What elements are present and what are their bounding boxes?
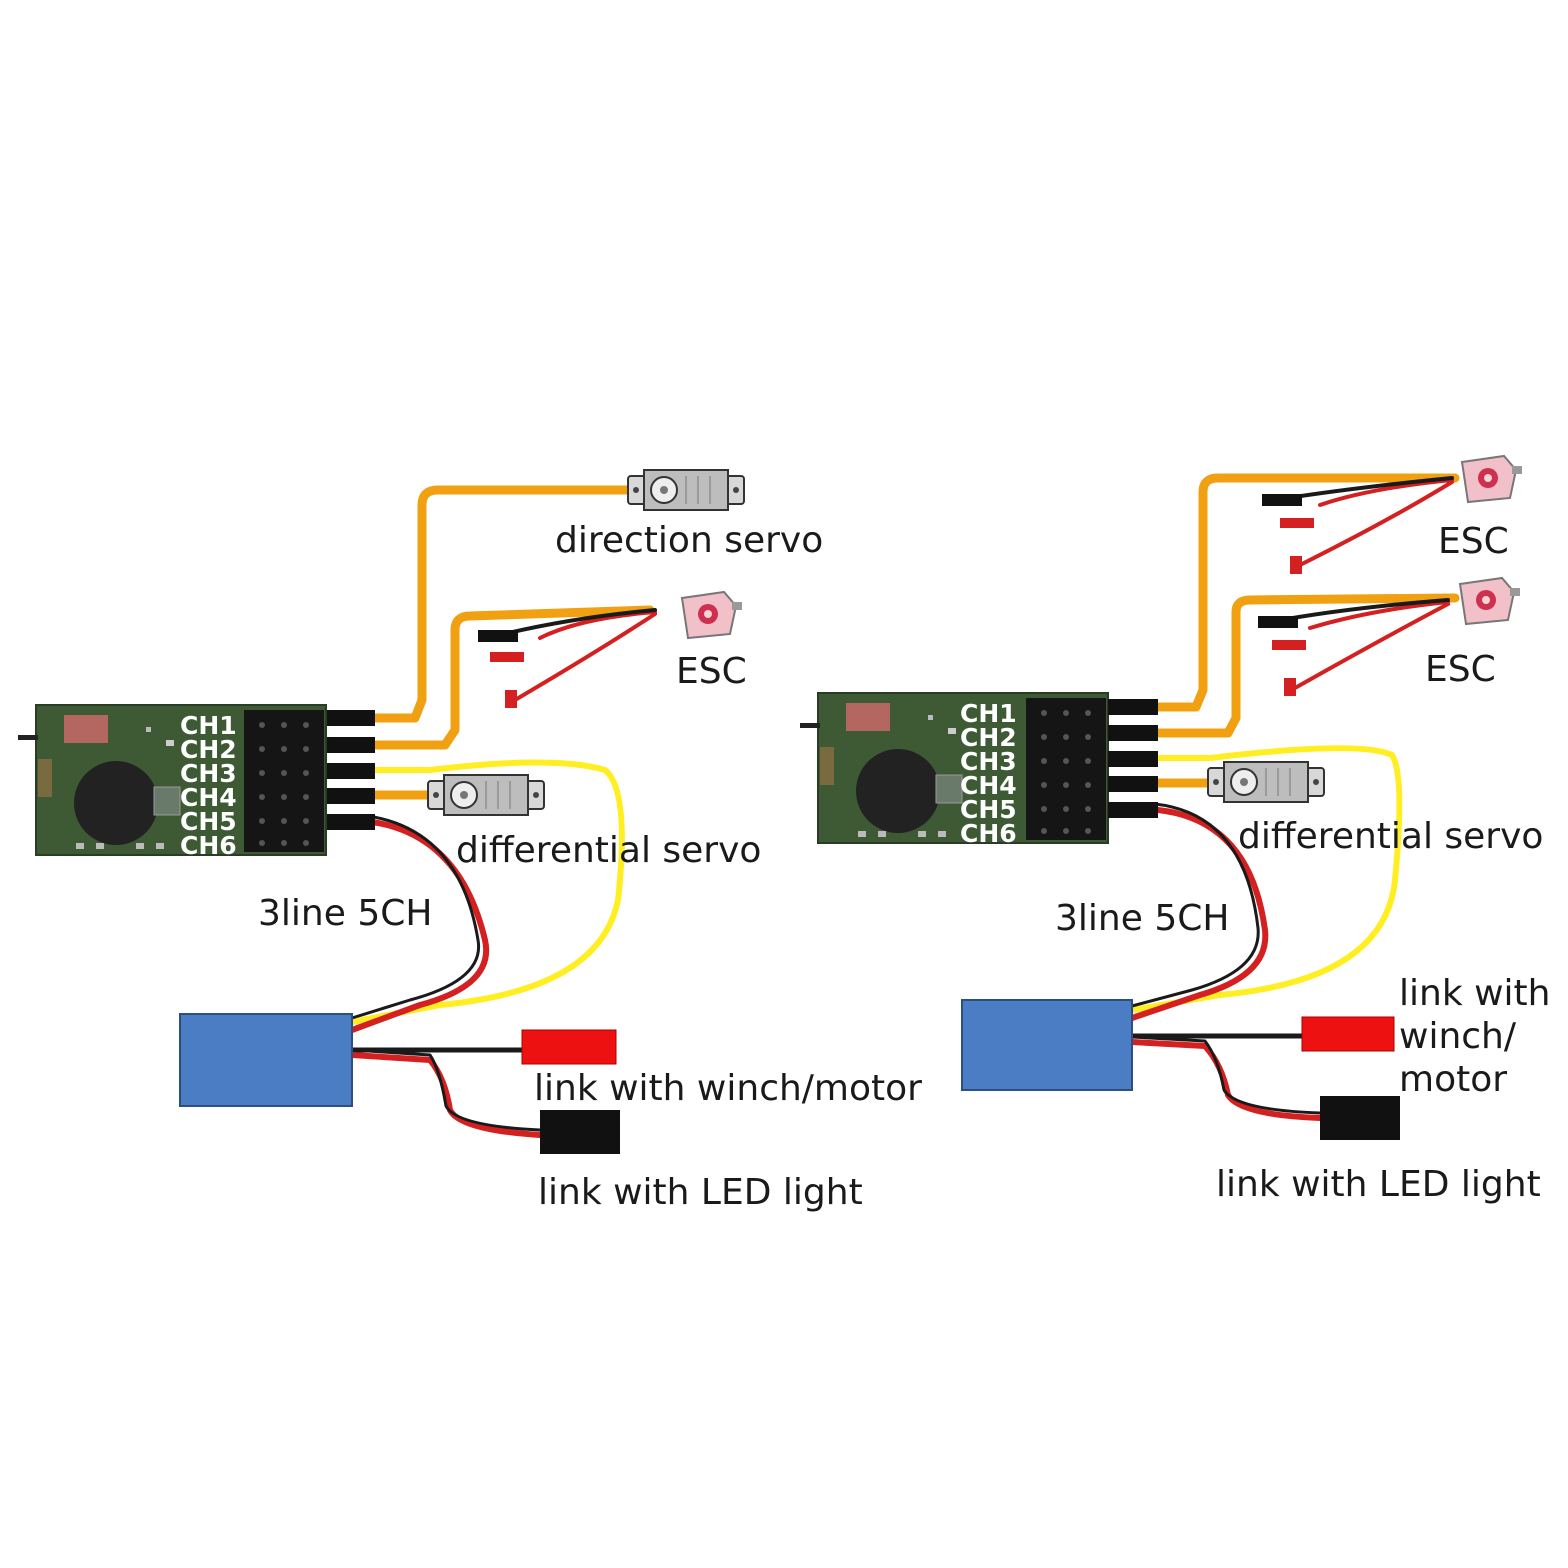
left-ch2-label: CH2 — [180, 735, 237, 764]
right-esc-bottom-label: ESC — [1425, 649, 1496, 690]
left-direction-servo-icon — [627, 469, 745, 511]
left-led-light-label: link with LED light — [538, 1172, 863, 1213]
right-mode-label: 3line 5CH — [1055, 898, 1229, 939]
left-ch4-label: CH4 — [180, 783, 237, 812]
left-esc-label: ESC — [676, 651, 747, 692]
left-led-connector-icon — [540, 1110, 620, 1154]
right-ch5-label: CH5 — [960, 795, 1017, 824]
right-winch-connector-icon — [1301, 1016, 1395, 1052]
left-ch5-label: CH5 — [180, 807, 237, 836]
left-differential-servo-icon — [427, 774, 545, 816]
right-wiring-diagram: CH1 CH2 CH3 CH4 CH5 CH6 ESC ESC differen… — [799, 455, 1551, 1205]
left-mode-label: 3line 5CH — [258, 893, 432, 934]
right-control-module — [961, 999, 1133, 1091]
left-winch-connector-icon — [521, 1029, 617, 1065]
right-winch-label-line2: winch/ — [1399, 1016, 1517, 1057]
right-winch-label-line3: motor — [1399, 1059, 1507, 1100]
right-ch1-label: CH1 — [960, 699, 1017, 728]
right-led-light-label: link with LED light — [1216, 1164, 1541, 1205]
right-differential-servo-label: differential servo — [1238, 816, 1543, 857]
left-ch1-label: CH1 — [180, 711, 237, 740]
left-ch3-label: CH3 — [180, 759, 237, 788]
right-ch4-label: CH4 — [960, 771, 1017, 800]
right-ch6-label: CH6 — [960, 819, 1017, 848]
left-ch6-label: CH6 — [180, 831, 237, 860]
left-winch-motor-label: link with winch/motor — [534, 1068, 922, 1109]
right-ch2-label: CH2 — [960, 723, 1017, 752]
right-led-connector-icon — [1320, 1096, 1400, 1140]
left-control-module — [179, 1013, 353, 1107]
right-winch-label-line1: link with — [1399, 973, 1551, 1014]
left-differential-servo-label: differential servo — [456, 830, 761, 871]
right-ch3-label: CH3 — [960, 747, 1017, 776]
right-channel-labels: CH1 CH2 CH3 CH4 CH5 CH6 — [960, 699, 1017, 848]
right-esc-top-label: ESC — [1438, 521, 1509, 562]
right-differential-servo-icon — [1207, 761, 1325, 803]
left-direction-servo-label: direction servo — [555, 520, 823, 561]
left-channel-labels: CH1 CH2 CH3 CH4 CH5 CH6 — [180, 711, 237, 860]
left-wiring-diagram: CH1 CH2 CH3 CH4 CH5 CH6 direction servo … — [17, 469, 922, 1213]
